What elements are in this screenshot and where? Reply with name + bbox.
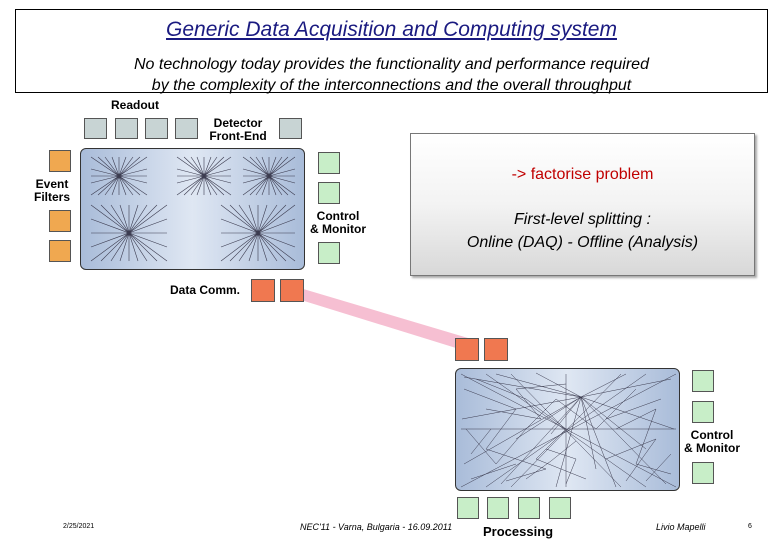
processing-box-2 — [487, 497, 509, 519]
data-comm-box-1 — [251, 279, 275, 302]
processing-control-line-2: & Monitor — [684, 441, 740, 455]
detector-label-line-2: Front-End — [209, 129, 267, 143]
daq-network-panel — [80, 148, 305, 270]
slide-subtitle: No technology today provides the functio… — [16, 54, 767, 96]
title-box: Generic Data Acquisition and Computing s… — [15, 9, 768, 96]
splitting-line-2: Online (DAQ) - Offline (Analysis) — [466, 234, 699, 251]
subtitle-line-2: by the complexity of the interconnection… — [151, 77, 632, 94]
control-box-2 — [318, 182, 340, 204]
event-filter-box-2 — [49, 210, 71, 232]
processing-box-3 — [518, 497, 540, 519]
detector-front-end-label: Detector Front-End — [205, 117, 271, 143]
factorise-text: -> factorise problem — [511, 166, 654, 183]
footer-author: Livio Mapelli — [656, 522, 706, 532]
event-filters-line-1: Event — [35, 177, 69, 191]
processing-control-monitor-label: Control & Monitor — [680, 429, 744, 455]
footer-page-number: 6 — [748, 523, 752, 530]
readout-box-4 — [175, 118, 198, 139]
processing-control-box-3 — [692, 462, 714, 484]
readout-box-3 — [145, 118, 168, 139]
processing-box-4 — [549, 497, 571, 519]
processing-control-line-1: Control — [690, 428, 734, 442]
event-filters-label: Event Filters — [32, 178, 72, 204]
detector-label-line-1: Detector — [213, 116, 263, 130]
daq-interconnect-mesh — [90, 156, 296, 262]
processing-interconnect-mesh — [460, 372, 677, 488]
data-comm-label: Data Comm. — [170, 283, 241, 297]
readout-box-5 — [279, 118, 302, 139]
event-filter-box-3 — [49, 240, 71, 262]
processing-control-box-1 — [692, 370, 714, 392]
subtitle-line-1: No technology today provides the functio… — [134, 56, 649, 73]
control-label-line-1: Control — [316, 209, 360, 223]
readout-box-2 — [115, 118, 138, 139]
message-box: -> factorise problem First-level splitti… — [410, 133, 755, 276]
processing-control-box-2 — [692, 401, 714, 423]
event-filter-box-1 — [49, 150, 71, 172]
slide-title: Generic Data Acquisition and Computing s… — [166, 18, 617, 41]
processing-network-panel — [455, 368, 680, 491]
footer-date: 2/25/2021 — [63, 523, 95, 530]
readout-label: Readout — [111, 98, 159, 112]
processing-label: Processing — [483, 524, 554, 539]
readout-box-1 — [84, 118, 107, 139]
data-comm-box-2 — [280, 279, 304, 302]
splitting-text: First-level splitting : Online (DAQ) - O… — [411, 208, 754, 254]
control-box-3 — [318, 242, 340, 264]
processing-comm-box-2 — [484, 338, 508, 361]
processing-box-1 — [457, 497, 479, 519]
control-box-1 — [318, 152, 340, 174]
control-label-line-2: & Monitor — [310, 222, 366, 236]
processing-comm-box-1 — [455, 338, 479, 361]
footer-conference: NEC'11 - Varna, Bulgaria - 16.09.2011 — [300, 522, 453, 532]
splitting-line-1: First-level splitting : — [514, 211, 651, 228]
event-filters-line-2: Filters — [33, 190, 70, 204]
control-monitor-label: Control & Monitor — [307, 210, 369, 236]
